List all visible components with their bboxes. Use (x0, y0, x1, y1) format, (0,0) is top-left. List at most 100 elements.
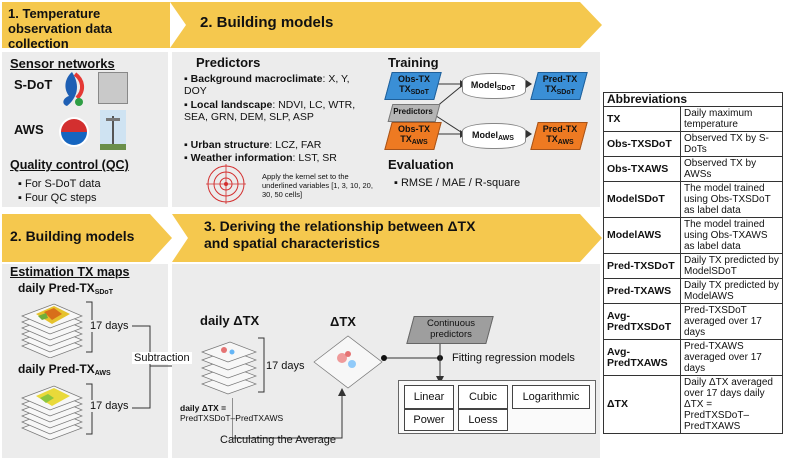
fitting-connector (381, 340, 444, 384)
qc-item-2-label: Four QC steps (24, 192, 97, 204)
daily-dtx-label: daily ΔTX (200, 313, 260, 328)
fitting-label: Fitting regression models (452, 352, 575, 364)
days-label-2: 17 days (90, 400, 129, 412)
model-logarithmic: Logarithmic (512, 385, 590, 409)
model-sdot-label: ModelSDoT (462, 80, 524, 92)
model-aws-cylinder (462, 123, 526, 149)
obs-tx-sdot-sub: SDoT (410, 89, 429, 96)
predictor-item-1: ▪ Background macroclimate: X, Y, DOY (184, 73, 350, 97)
kernel-note: Apply the kernel set to the underlined v… (262, 172, 373, 199)
aws-label: AWS (14, 122, 44, 137)
predictor-item-4-label: Weather information (190, 152, 293, 164)
step3-arrow-band (172, 214, 602, 262)
estimation-heading: Estimation TX maps (10, 265, 130, 279)
bracket-dtx (258, 337, 265, 393)
abbr-definition: Observed TX by AWSs (680, 156, 783, 182)
obs-tx-aws-text: Obs-TX (397, 124, 430, 134)
sdot-device-image (98, 72, 128, 104)
qc-item-2: ▪ Four QC steps (18, 192, 97, 204)
daily-pred-sdot-text: daily Pred-TX (18, 281, 95, 295)
sensor-heading: Sensor networks (10, 56, 115, 71)
map-stack-dtx (200, 341, 258, 395)
qc-item-1-label: For S-DoT data (24, 178, 101, 190)
predictor-item-3-label: Urban structure (190, 139, 270, 151)
predictor-item-3: ▪ Urban structure: LCZ, FAR (184, 139, 322, 151)
kernel-target-icon (206, 164, 246, 204)
step3-title: 3. Deriving the relationship between ΔTX… (204, 218, 476, 251)
evaluation-heading: Evaluation (388, 157, 454, 172)
model-linear: Linear (404, 385, 454, 409)
predictor-item-1-label: Background macroclimate (190, 73, 323, 85)
map-stack-aws (21, 385, 83, 440)
pred-tx-aws-text: Pred-TX (542, 124, 578, 134)
model-sdot-cylinder (462, 73, 526, 99)
model-sdot-sub: SDoT (496, 85, 516, 92)
abbr-definition: Pred-TXSDoT averaged over 17 days (680, 303, 783, 340)
evaluation-metrics: ▪ RMSE / MAE / R-square (394, 177, 521, 189)
model-sdot-text: Model (470, 80, 497, 90)
daily-pred-aws-label: daily Pred-TXAWS (18, 362, 111, 377)
qc-item-1: ▪ For S-DoT data (18, 178, 101, 190)
abbr-definition: Daily TX predicted by ModelAWS (680, 278, 783, 304)
abbr-definition: Observed TX by S-DoTs (680, 131, 783, 157)
predictor-item-2: ▪ Local landscape: NDVI, LC, WTR, SEA, G… (184, 99, 356, 123)
dtx-label: ΔTX (330, 314, 356, 329)
subtraction-label-2: Subtraction (132, 352, 192, 364)
abbr-definition: The model trained using Obs-TXSDoT as la… (680, 181, 783, 218)
formula-line-1: daily ΔTX = (180, 403, 227, 413)
obs-tx-sdot-text: Obs-TX (397, 74, 430, 84)
abbr-term: Pred-TXAWS (603, 278, 681, 304)
predictor-item-3-vars: : LCZ, FAR (269, 139, 322, 151)
obs-tx-aws-sub: AWS (411, 139, 428, 146)
predictor-item-4-vars: : LST, SR (292, 152, 337, 164)
daily-pred-sdot-sub: SDoT (94, 289, 113, 296)
dtx-map (313, 335, 383, 389)
predictor-item-2-label: Local landscape (190, 99, 273, 111)
predictors-box-label: Predictors (393, 107, 433, 116)
abbr-term: Pred-TXSDoT (603, 253, 681, 279)
abbr-term: TX (603, 106, 681, 132)
abbreviations-heading: Abbreviations (603, 92, 783, 107)
step1-title: Temperature observation data collection (8, 6, 113, 51)
abbr-definition: Daily maximum temperature (680, 106, 783, 132)
days-label-1: 17 days (90, 320, 129, 332)
step2b-arrow-band (2, 214, 172, 262)
aws-station-image (100, 110, 126, 150)
step1-number: 1. (8, 6, 19, 21)
predictor-item-2-vars: : NDVI, LC, WTR, SEA, GRN, DEM, SLP, ASP (184, 99, 356, 123)
predictor-item-1-vars: : X, Y, DOY (184, 73, 350, 97)
abbr-term: ModelAWS (603, 217, 681, 254)
kma-logo-icon (59, 117, 89, 147)
model-aws-sub: AWS (498, 135, 514, 142)
abbr-term: ΔTX (603, 375, 681, 434)
abbr-term: Avg-PredTXSDoT (603, 303, 681, 340)
model-loess: Loess (458, 409, 508, 431)
step2b-title: 2. Building models (10, 228, 135, 244)
training-heading: Training (388, 55, 439, 70)
model-aws-text: Model (472, 130, 499, 140)
pred-tx-aws-sub: AWS (557, 139, 574, 146)
step2-arrow-band (170, 2, 602, 48)
daily-pred-aws-text: daily Pred-TX (18, 362, 95, 376)
abbr-term: Obs-TXAWS (603, 156, 681, 182)
step1-header: 1. Temperature observation data collecti… (2, 2, 170, 51)
sdot-label: S-DoT (14, 77, 53, 92)
abbr-definition: Daily ΔTX averaged over 17 days daily ΔT… (680, 375, 783, 434)
days-label-3: 17 days (266, 360, 305, 372)
abbr-definition: The model trained using Obs-TXAWS as lab… (680, 217, 783, 254)
daily-pred-sdot-label: daily Pred-TXSDoT (18, 281, 113, 296)
pred-tx-sdot-sub: SDoT (556, 89, 575, 96)
abbr-term: ModelSDoT (603, 181, 681, 218)
